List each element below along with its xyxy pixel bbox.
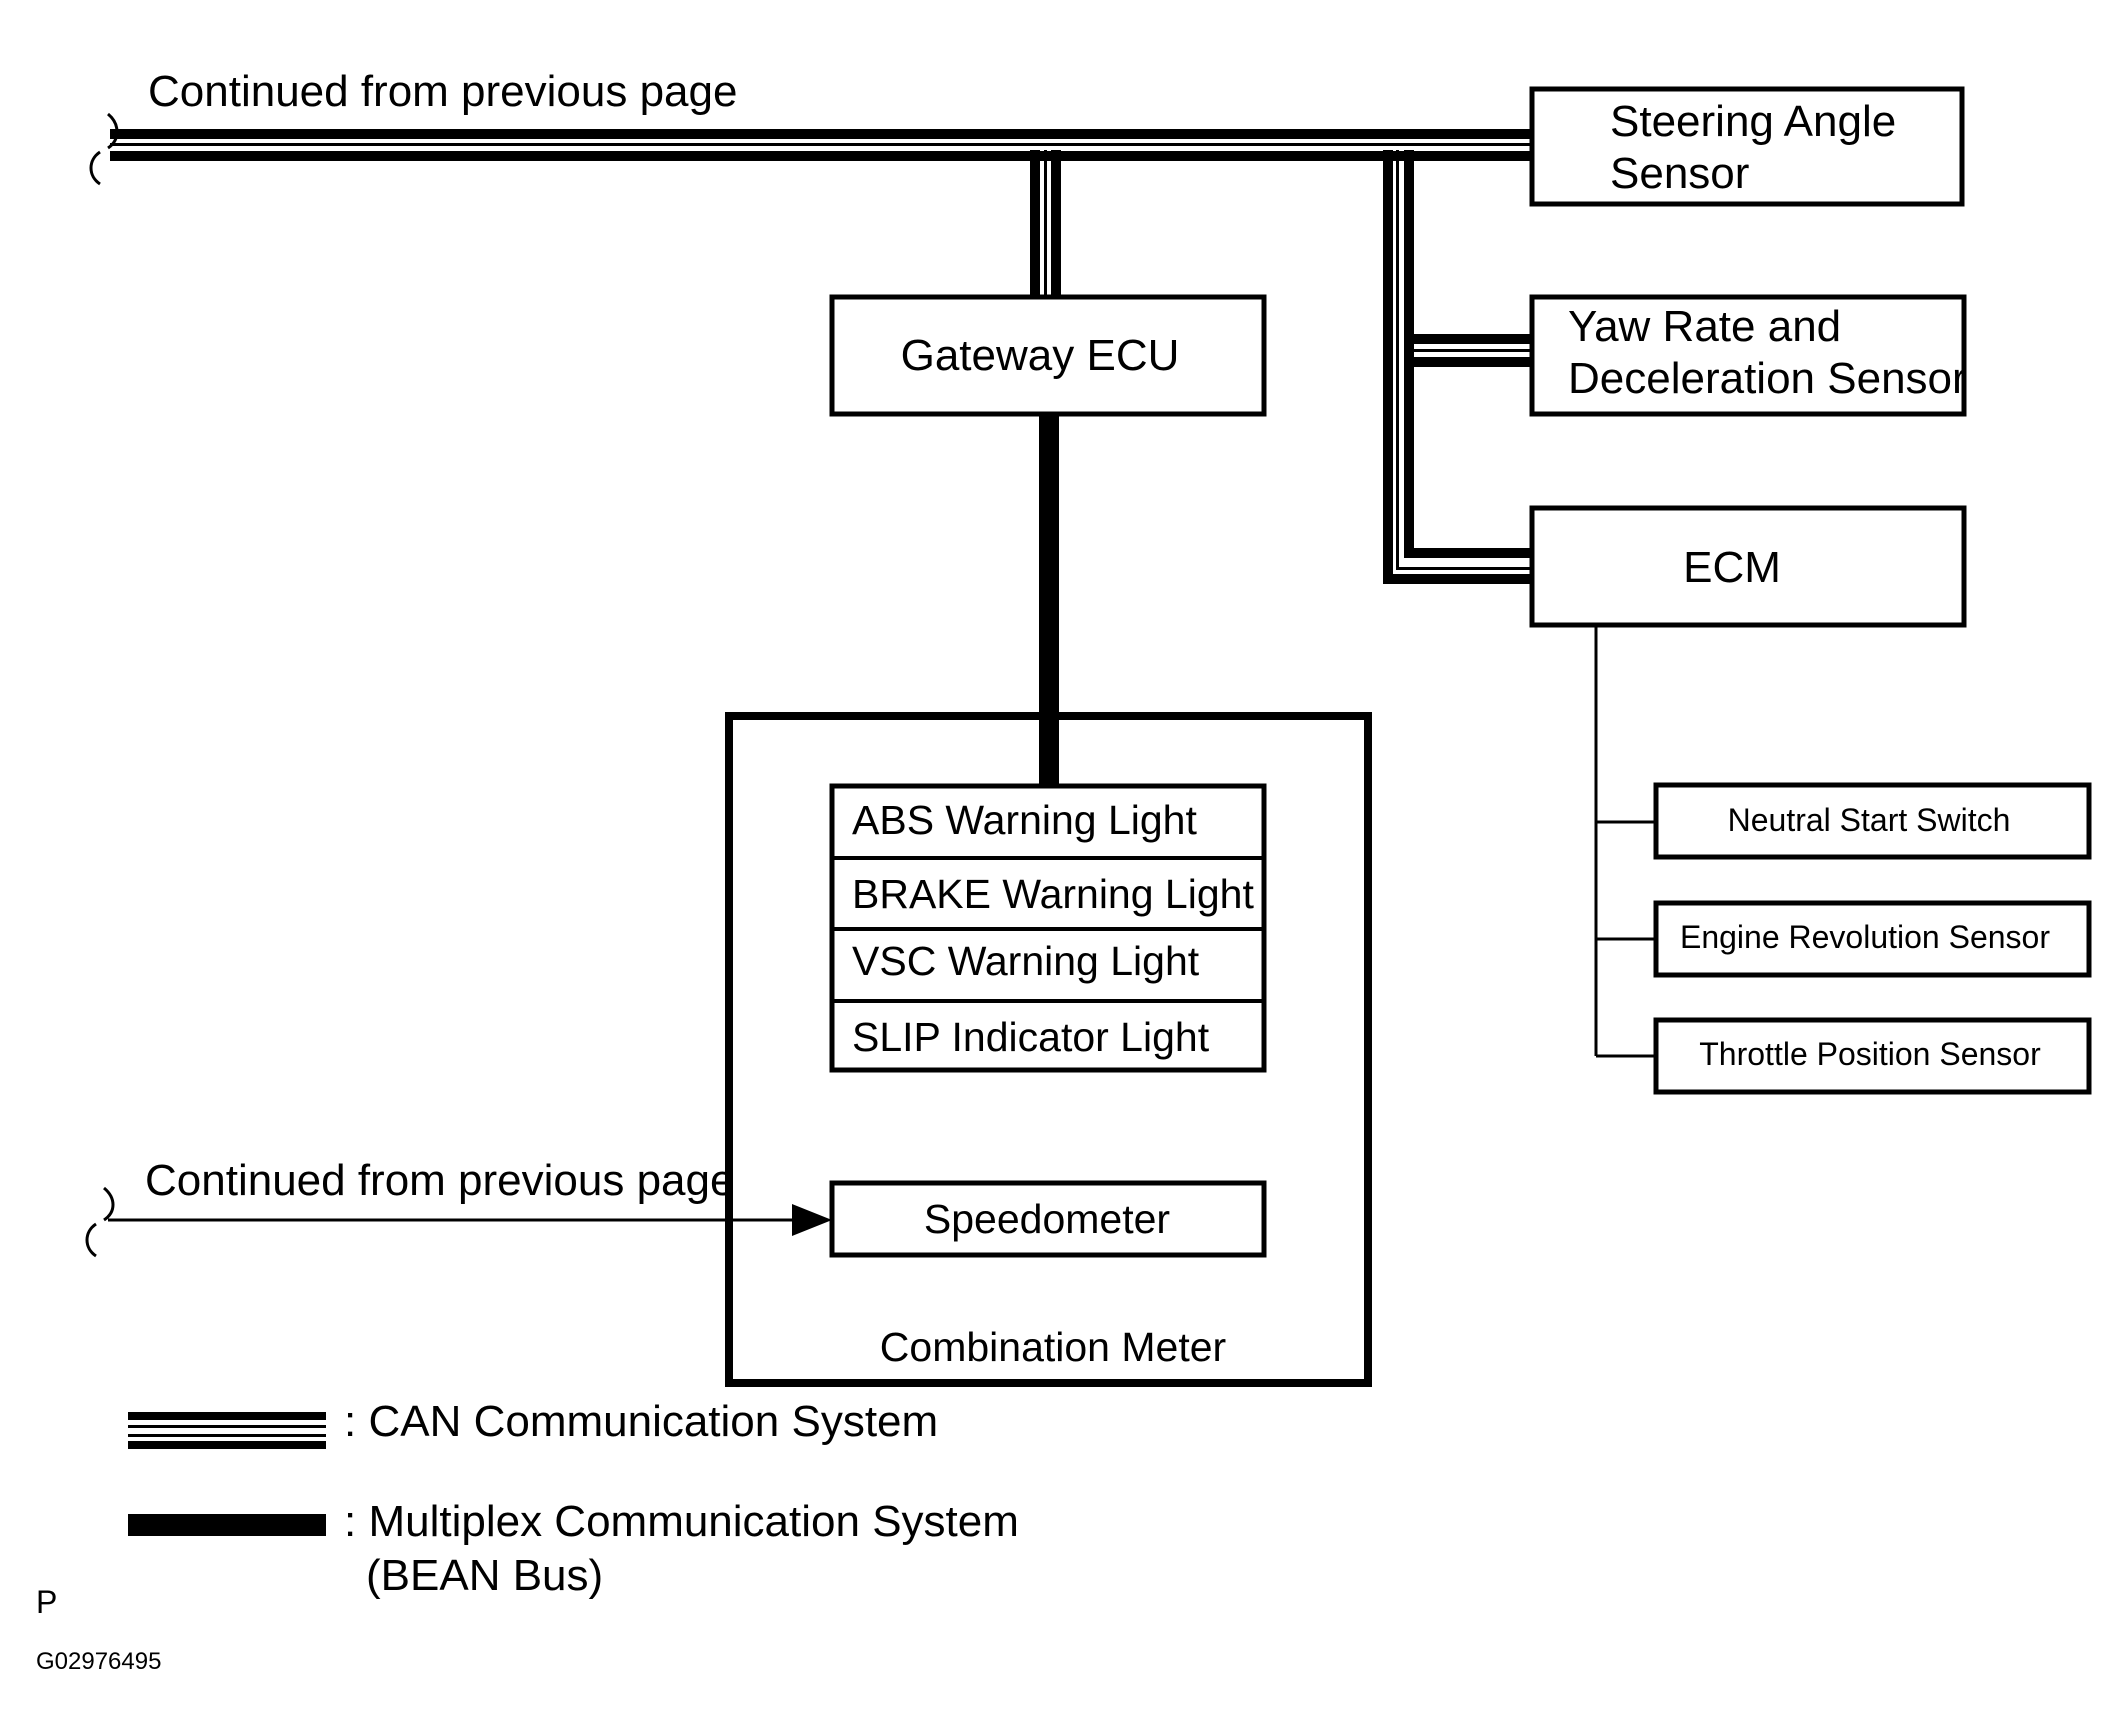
- slip-indicator-light-label: SLIP Indicator Light: [852, 1014, 1210, 1060]
- legend: : CAN Communication System : Multiplex C…: [128, 1397, 1019, 1600]
- steering-angle-sensor-node: Steering Angle Sensor: [1529, 86, 1965, 207]
- legend-multiplex-label-line2: (BEAN Bus): [366, 1551, 603, 1600]
- bean-bus-line: [1039, 414, 1059, 786]
- engine-revolution-sensor-label: Engine Revolution Sensor: [1680, 919, 2050, 955]
- abs-warning-light-label: ABS Warning Light: [852, 797, 1197, 843]
- brake-warning-light-label: BRAKE Warning Light: [852, 871, 1254, 917]
- combination-meter-node: ABS Warning Light BRAKE Warning Light VS…: [725, 712, 1372, 1387]
- speedometer-node: Speedometer: [829, 1180, 1267, 1258]
- break-symbol-top: [89, 112, 119, 186]
- arrow-head-icon: [792, 1204, 832, 1236]
- speedometer-label: Speedometer: [924, 1196, 1170, 1242]
- legend-multiplex-label-line1: : Multiplex Communication System: [344, 1497, 1019, 1546]
- continuation-label-top: Continued from previous page: [148, 67, 737, 116]
- throttle-position-sensor-node: Throttle Position Sensor: [1653, 1017, 2092, 1095]
- figure-code: G02976495: [36, 1648, 161, 1675]
- can-branch-gateway: [1030, 150, 1061, 298]
- gateway-ecu-node: Gateway ECU: [829, 294, 1267, 417]
- neutral-start-switch-node: Neutral Start Switch: [1653, 782, 2092, 860]
- vsc-warning-light-label: VSC Warning Light: [852, 938, 1200, 984]
- ecm-signal-lines: [1594, 625, 1656, 1058]
- warning-lights-panel: ABS Warning Light BRAKE Warning Light VS…: [829, 783, 1267, 1073]
- can-branch-right: [1383, 150, 1550, 584]
- throttle-position-sensor-label: Throttle Position Sensor: [1699, 1036, 2041, 1072]
- yaw-rate-sensor-label-line1: Yaw Rate and: [1568, 302, 1841, 351]
- engine-revolution-sensor-node: Engine Revolution Sensor: [1653, 900, 2092, 978]
- can-bus-main: [110, 129, 1550, 161]
- legend-can-label: : CAN Communication System: [344, 1397, 938, 1446]
- legend-can-swatch: [128, 1412, 326, 1449]
- steering-angle-sensor-label-line1: Steering Angle: [1610, 97, 1896, 146]
- neutral-start-switch-label: Neutral Start Switch: [1728, 802, 2011, 838]
- continuation-label-bottom: Continued from previous page: [145, 1156, 734, 1205]
- gateway-ecu-label: Gateway ECU: [901, 331, 1180, 380]
- ecm-node: ECM: [1529, 505, 1967, 628]
- combination-meter-label: Combination Meter: [880, 1324, 1226, 1370]
- yaw-rate-sensor-node: Yaw Rate and Deceleration Sensor: [1529, 294, 1967, 417]
- yaw-rate-sensor-label-line2: Deceleration Sensor: [1568, 354, 1967, 403]
- footer-letter: P: [36, 1584, 57, 1620]
- ecm-label: ECM: [1683, 543, 1781, 592]
- legend-multiplex-swatch: [128, 1514, 326, 1536]
- break-symbol-bottom: [85, 1186, 115, 1258]
- steering-angle-sensor-label-line2: Sensor: [1610, 149, 1749, 198]
